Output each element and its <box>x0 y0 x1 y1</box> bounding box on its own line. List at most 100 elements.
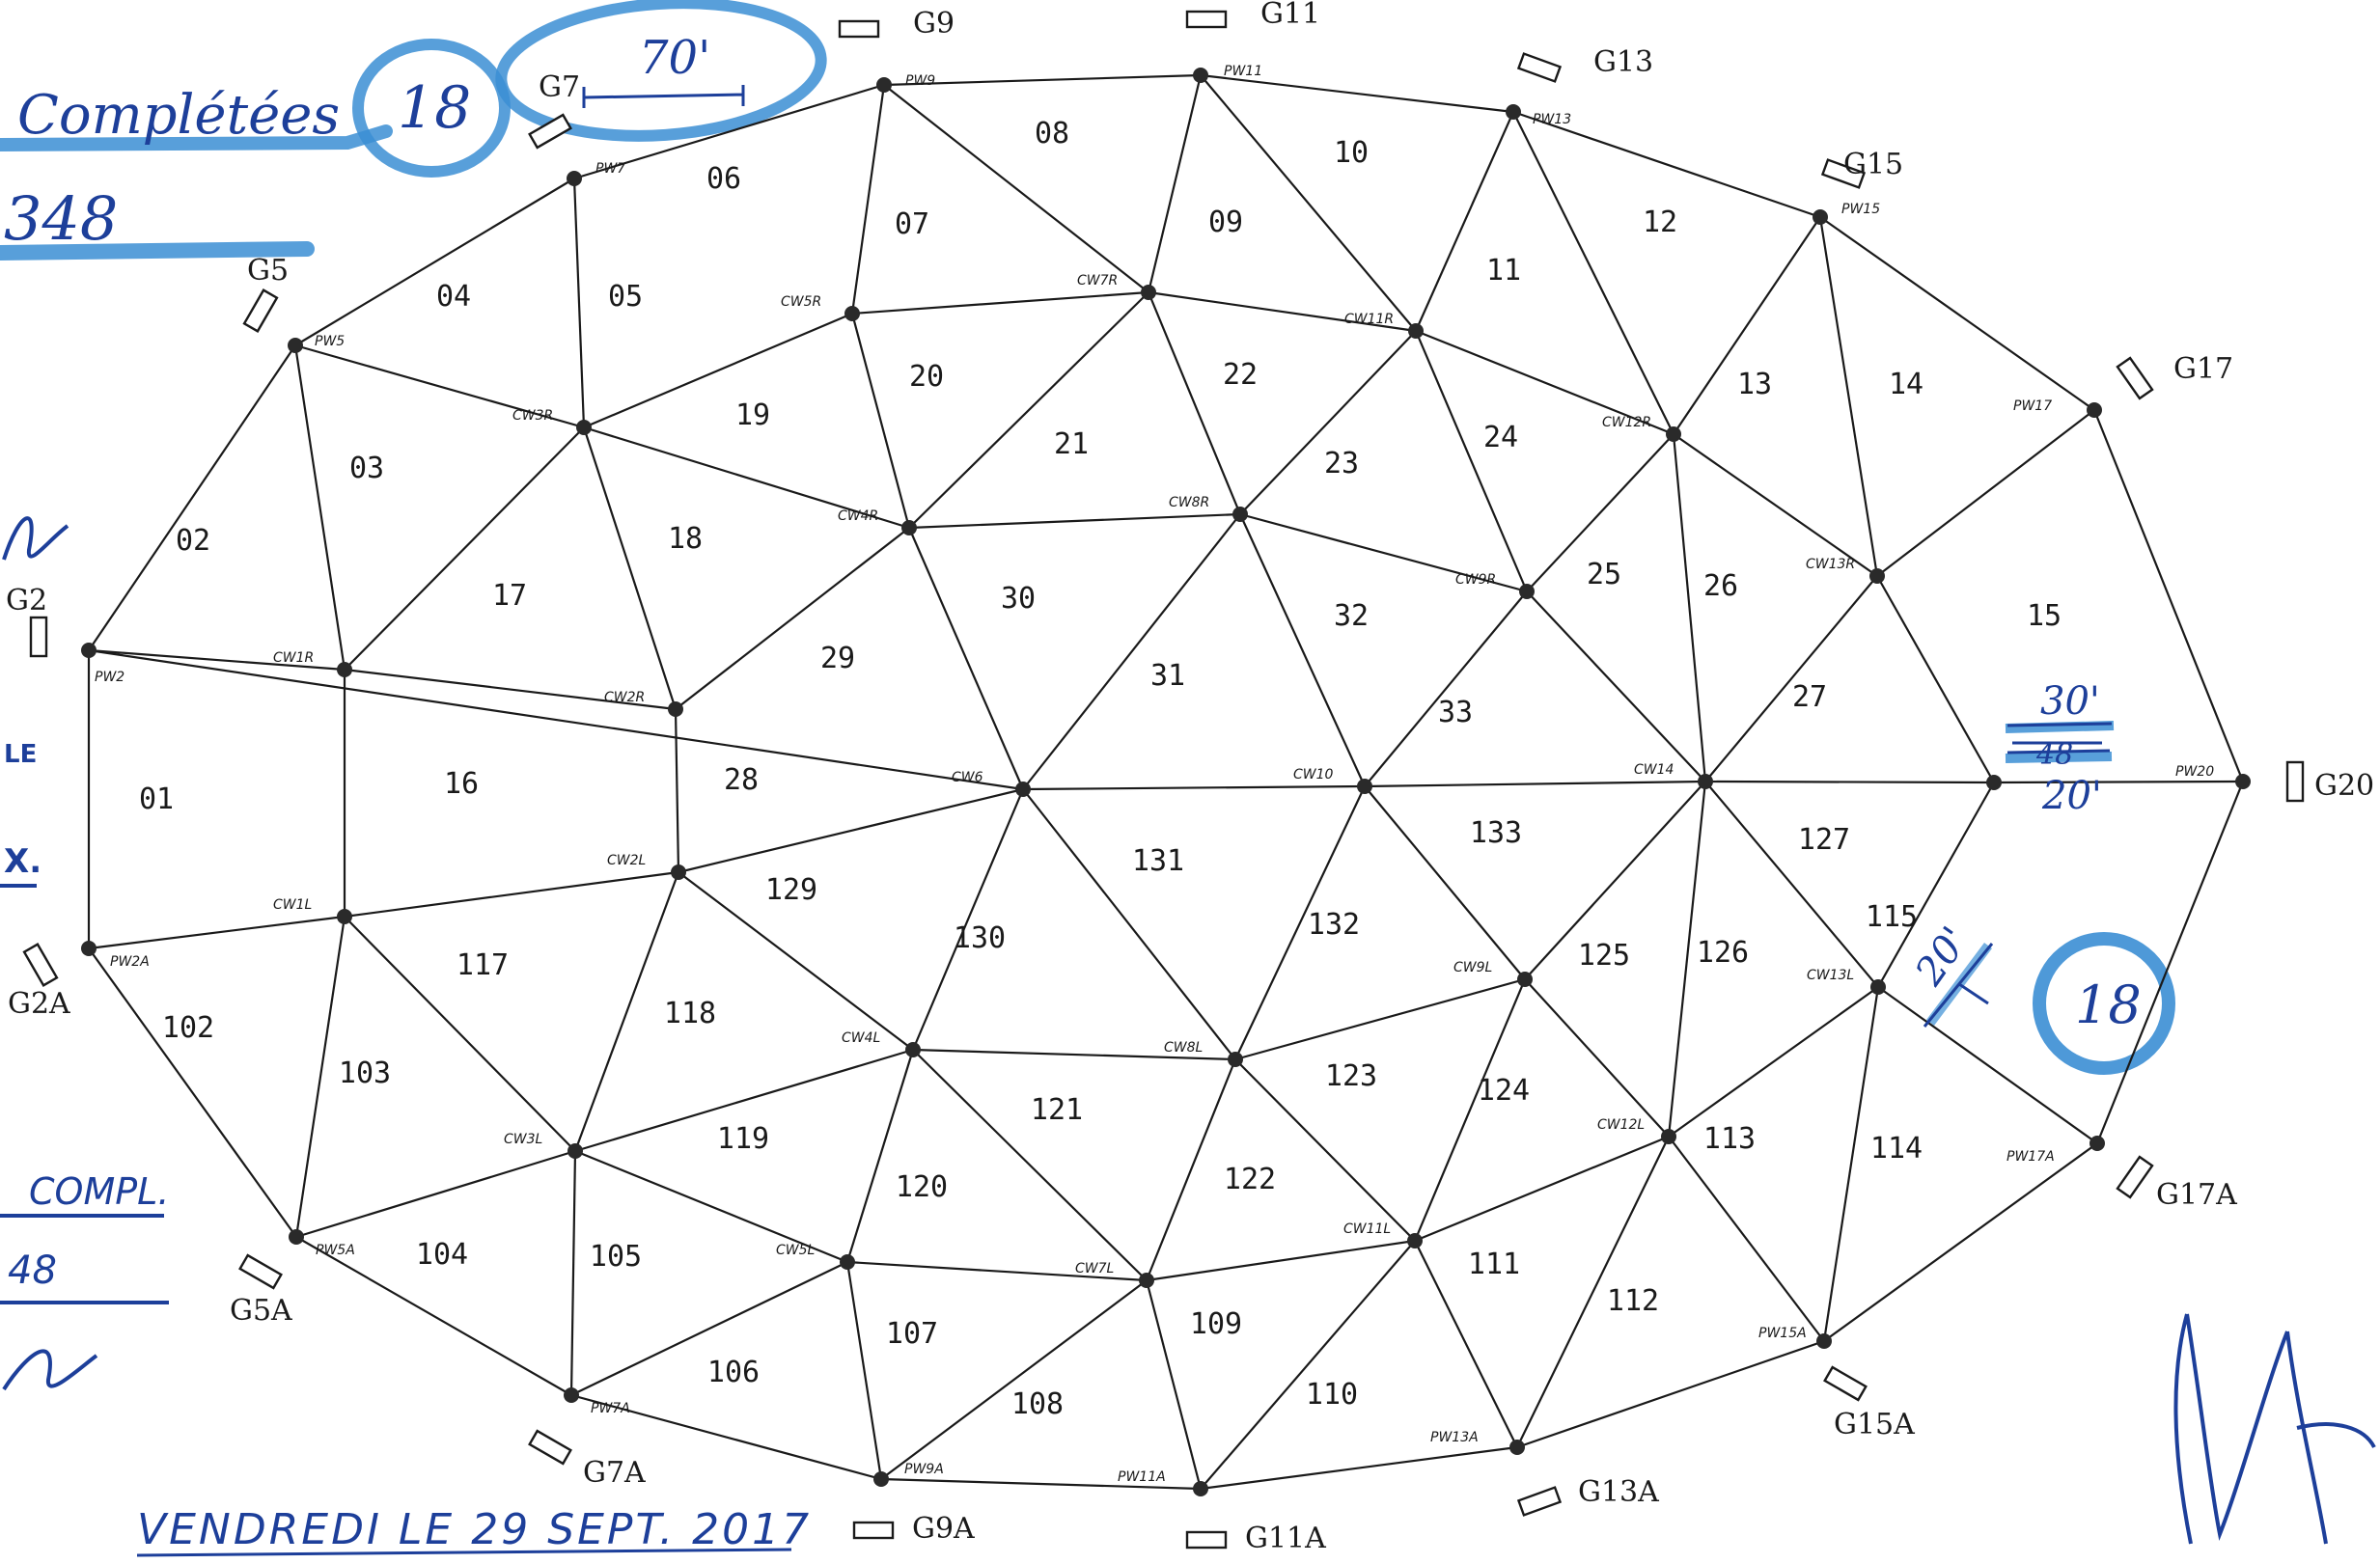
triangle-label-23: 23 <box>1324 447 1359 480</box>
edge-pw11-pw13 <box>1200 73 1514 114</box>
node-cw13l <box>1870 979 1886 995</box>
g-marker-box <box>852 1521 895 1540</box>
edge-cw12r-cw13r <box>1673 433 1878 577</box>
node-label-pw17: PW17 <box>2013 398 2052 414</box>
edge-pw15a-cw13l <box>1822 986 1880 1342</box>
g-marker-box <box>528 113 572 150</box>
edge-cw2r-cw2l <box>674 708 680 873</box>
edge-cw3l-cw5l <box>574 1149 848 1264</box>
triangle-label-114: 114 <box>1870 1132 1923 1166</box>
edge-cw10-cw8l <box>1234 785 1366 1060</box>
triangle-label-13: 13 <box>1737 368 1772 401</box>
edge-cw14-cw9l <box>1524 781 1706 980</box>
node-cw4r <box>901 520 917 535</box>
edge-pw15a-pw13a <box>1516 1339 1825 1449</box>
triangle-label-18: 18 <box>668 522 703 556</box>
circle-right-text: 18 <box>2075 974 2142 1035</box>
g-marker-g5: G5 <box>242 254 289 333</box>
g-marker-g17a: G17A <box>2116 1155 2237 1212</box>
edge-cw11r-cw12r <box>1415 329 1674 436</box>
triangle-label-28: 28 <box>724 763 759 797</box>
node-cw6 <box>1015 782 1031 797</box>
edge-cw1l-cw2l <box>344 870 679 919</box>
edge-pw7a-cw5l <box>570 1261 848 1396</box>
edge-cw5r-cw7r <box>851 290 1149 316</box>
g-marker-box <box>1823 1365 1868 1402</box>
triangle-label-103: 103 <box>339 1056 391 1090</box>
edge-cw15-cw13l <box>1877 782 1995 988</box>
node-label-cw12r: CW12R <box>1602 415 1651 430</box>
highlight-loop-top <box>495 0 827 142</box>
node-pw13 <box>1506 104 1521 120</box>
triangle-label-32: 32 <box>1334 599 1369 633</box>
node-cw12l <box>1661 1129 1676 1144</box>
g-marker-label: G5A <box>230 1294 292 1328</box>
edge-cw2l-cw6 <box>678 787 1024 874</box>
measure-top-text: 70' <box>639 31 710 85</box>
node-label-cw12l: CW12L <box>1597 1117 1645 1133</box>
edge-pw17a-cw13l <box>1877 986 2098 1144</box>
node-cw8r <box>1232 507 1248 522</box>
edge-cw5l-cw7l <box>846 1260 1148 1282</box>
left-le: LE <box>4 740 37 769</box>
g-marker-label: G13A <box>1578 1475 1659 1509</box>
edge-cw11l-cw12l <box>1414 1135 1670 1243</box>
edge-cw4l-cw8l <box>912 1048 1236 1061</box>
edge-cw12l-cw13l <box>1668 986 1879 1138</box>
triangle-label-125: 125 <box>1578 939 1630 973</box>
node-label-cw9r: CW9R <box>1455 572 1496 588</box>
node-label-pw5a: PW5A <box>316 1243 355 1258</box>
edge-cw4l-cw7l <box>912 1049 1148 1281</box>
node-pw17 <box>2087 402 2102 418</box>
edge-cw4r-cw2r <box>675 527 910 710</box>
g-marker-g15: G15 <box>1820 148 1903 189</box>
edge-cw14-cw12l <box>1667 781 1707 1138</box>
measure-top-line <box>582 85 745 108</box>
edge-cw1l-cw3l <box>344 916 576 1152</box>
edge-pw7-pw9 <box>573 83 885 180</box>
edge-cw7r-cw11r <box>1148 290 1417 333</box>
g-marker-box <box>1820 158 1867 189</box>
g-marker-box <box>2285 760 2305 803</box>
edge-pw11a-pw9a <box>880 1477 1202 1491</box>
edge-pw2-cw1r <box>88 648 346 672</box>
edge-pw13a-pw11a <box>1200 1445 1518 1491</box>
g-marker-g9a: G9A <box>852 1512 975 1546</box>
g-marker-box <box>238 1253 283 1290</box>
node-cw2r <box>668 701 683 717</box>
signature <box>2173 1313 2376 1545</box>
node-label-cw3r: CW3R <box>512 408 553 424</box>
edge-pw15-cw12r <box>1673 216 1821 435</box>
edge-cw14-cw13l <box>1704 781 1879 988</box>
node-label-cw2l: CW2L <box>607 853 646 868</box>
g-marker-box <box>1516 52 1563 83</box>
edge-pw5-pw7 <box>294 178 575 346</box>
edge-pw13-cw12r <box>1512 111 1674 435</box>
node-label-pw13a: PW13A <box>1430 1430 1479 1445</box>
triangle-label-102: 102 <box>162 1011 214 1045</box>
g-marker-label: G15 <box>1843 148 1903 181</box>
completed-total: 348 <box>4 183 118 254</box>
edges-layer <box>87 73 2245 1491</box>
node-label-cw7r: CW7R <box>1077 273 1118 288</box>
edge-pw9a-cw7l <box>880 1279 1148 1480</box>
edge-pw13-cw11r <box>1414 111 1515 332</box>
triangle-label-14: 14 <box>1889 368 1923 401</box>
measure-right-bottom-text: 20' <box>2041 774 2102 818</box>
triangle-label-09: 09 <box>1208 206 1243 239</box>
edge-pw20-pw17a <box>2095 781 2245 1144</box>
node-cw2l <box>671 864 686 880</box>
edge-pw17a-pw15a <box>1823 1142 2098 1342</box>
node-cw3l <box>567 1143 583 1159</box>
triangle-label-11: 11 <box>1486 254 1521 288</box>
edge-pw15-pw17 <box>1819 216 2095 411</box>
node-label-cw11l: CW11L <box>1343 1221 1391 1237</box>
edge-pw7a-cw3l <box>569 1150 577 1396</box>
node-cw9r <box>1519 584 1535 599</box>
edge-pw13a-cw12l <box>1516 1136 1670 1448</box>
edge-pw2a-cw1l <box>88 915 346 950</box>
g-marker-g2: G2 <box>6 584 48 658</box>
node-label-pw5: PW5 <box>315 334 345 349</box>
edge-pw13a-cw11l <box>1414 1240 1518 1448</box>
node-pw5 <box>288 338 303 353</box>
